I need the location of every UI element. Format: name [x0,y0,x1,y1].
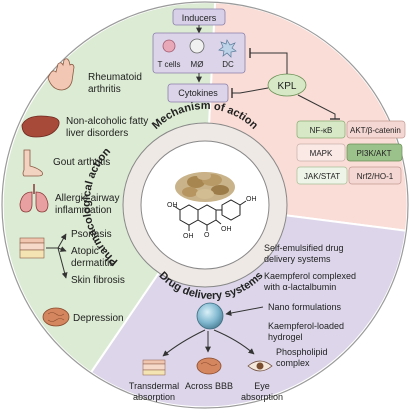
pathway-label-mapk: MAPK [310,149,333,158]
pathway-box-mapk [296,143,346,162]
arrow-to-psoriasis [57,233,67,249]
pathway-label-akt-catenin: AKT/β-catenin [350,126,401,135]
kpl-inhibits-pathways [297,94,336,119]
delivery-label-phospholipid-2: complex [276,358,310,368]
pharma-label-depression: Depression [73,313,124,324]
hand-icon [47,58,75,91]
pharma-label-ra-2: arthritis [88,84,121,95]
arrow-to-eye [213,329,255,355]
delivery-label-lactalbumin-1: Kaempferol complexed [264,271,356,281]
structure-oh-2: OH [246,196,257,203]
pharma-label-psoriasis: Psoriasis [71,229,112,240]
pathway-label-jak-stat: JAK/STAT [304,172,340,181]
t-cell-icon [162,39,176,53]
kpl-inhibits-cytokines [232,87,269,94]
dendritic-cell-icon [218,39,237,58]
macrophage-icon [189,38,205,54]
arrow-to-nanoparticle [225,306,264,316]
pathway-label-pi3k-akt: PI3K/AKT [356,149,391,158]
pharma-label-fibrosis: Skin fibrosis [71,275,125,286]
route-label-transdermal-2: absorption [133,392,175,402]
delivery-label-phospholipid-1: Phospholipid [276,347,328,357]
structure-o: O [204,232,210,239]
pharma-label-gout: Gout arthritis [53,157,110,168]
cell-label-macrophage: MØ [191,60,204,69]
cell-label-t-cells: T cells [158,60,181,69]
pharma-label-dermatitis: dermatitis [71,258,114,269]
arrow-to-dermatitis [57,246,67,252]
arrow-to-transdermal [162,329,206,357]
pharma-label-nafld-1: Non-alcoholic fatty [66,116,148,127]
pharma-label-ra-1: Rheumatoid [88,72,142,83]
lungs-icon [19,184,49,213]
arrow-to-fibrosis [57,247,68,279]
pharma-label-airway-2: inflammation [55,205,112,216]
route-label-eye-1: Eye [254,381,270,391]
bbb-brain-icon [196,357,222,375]
inner-core [140,140,270,270]
pathway-box-nfkb [296,120,346,139]
delivery-label-hydrogel-2: hydrogel [268,332,303,342]
structure-oh-3: OH [183,233,194,240]
delivery-label-hydrogel-1: Kaempferol-loaded [268,321,344,331]
brain-icon [42,307,70,327]
pharma-label-nafld-2: liver disorders [66,128,128,139]
kaempferol-powder-image [175,172,235,202]
route-label-eye-2: absorption [241,392,283,402]
delivery-label-lactalbumin-2: with α-lactalbumin [263,282,336,292]
inducers-label: Inducers [182,13,217,23]
delivery-label-sedds-2: delivery systems [264,254,331,264]
delivery-label-sedds-1: Self-emulsified drug [264,243,344,253]
structure-oh-4: OH [221,226,232,233]
nanoparticle-icon [196,302,224,330]
pathway-box-jak-stat [296,166,348,185]
route-label-transdermal-1: Transdermal [129,381,179,391]
pharma-label-atopic: Atopic [71,246,99,257]
kaempferol-structure [173,199,247,231]
cytokines-label: Cytokines [178,88,218,98]
transdermal-skin-icon [142,359,166,376]
foot-icon [22,149,43,177]
pharma-label-airway-1: Allergic airway [55,193,119,204]
route-label-bbb: Across BBB [185,381,233,391]
cytokines-box [167,83,229,103]
structure-oh-1: OH [167,202,178,209]
skin-layers-icon [19,237,45,259]
cell-label-dc: DC [222,60,234,69]
kpl-inhibits-cells [250,52,288,74]
pathway-box-pi3k-akt [346,143,403,162]
liver-icon [21,115,60,138]
pathway-label-nrf2: Nrf2/HO-1 [357,172,394,181]
pathway-label-nfkb: NF-κB [310,126,333,135]
kpl-label: KPL [278,81,297,92]
outer-ring [1,1,409,409]
delivery-label-nano: Nano formulations [268,302,342,312]
eye-icon [247,360,273,372]
pathway-box-nrf2 [348,166,402,185]
pathway-box-akt-catenin [346,120,406,139]
